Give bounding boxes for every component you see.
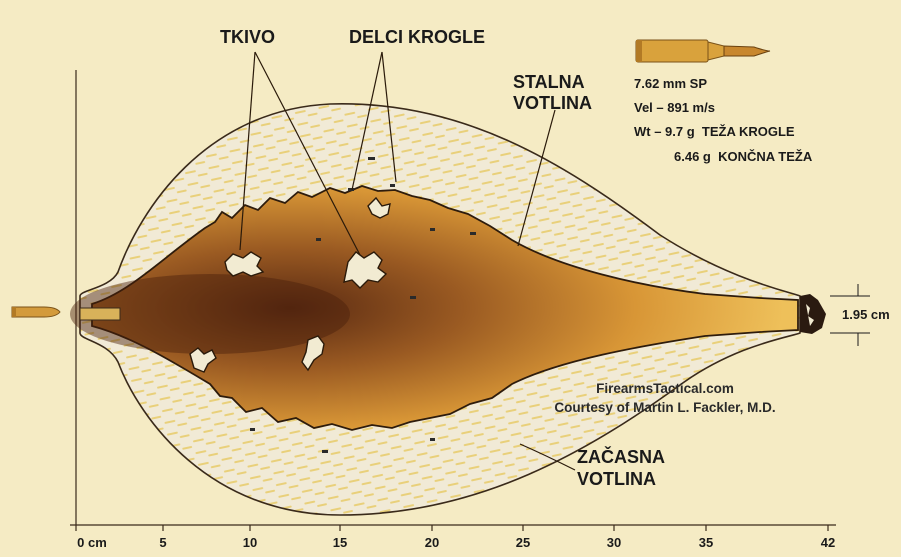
spec-weight: Wt – 9.7 g TEŽA KROGLE [634, 124, 795, 139]
entry-channel [80, 308, 120, 320]
credit-author: Courtesy of Martin L. Fackler, M.D. [530, 398, 800, 417]
label-temporary-cavity-line2: VOTLINA [577, 469, 656, 490]
axis-tick-label: 42 [821, 535, 835, 550]
credit-block: FirearmsTactical.com Courtesy of Martin … [530, 379, 800, 417]
label-bullet-fragments: DELCI KROGLE [349, 27, 485, 48]
axis-tick-label: 15 [333, 535, 347, 550]
label-tissue: TKIVO [220, 27, 275, 48]
spec-caliber: 7.62 mm SP [634, 76, 707, 91]
axis-tick-label: 5 [159, 535, 166, 550]
spec-weight-value: Wt – 9.7 g [634, 124, 695, 139]
axis-tick-label: 30 [607, 535, 621, 550]
axis-tick-label: 35 [699, 535, 713, 550]
spec-final-label: KONČNA TEŽA [718, 149, 812, 164]
spec-velocity: Vel – 891 m/s [634, 100, 715, 115]
axis-tick-label: 25 [516, 535, 530, 550]
spec-final-value: 6.46 g [674, 149, 711, 164]
axis-tick-label: 10 [243, 535, 257, 550]
axis-tick-label: 20 [425, 535, 439, 550]
spec-final-weight: 6.46 g KONČNA TEŽA [674, 149, 812, 164]
label-permanent-cavity-line2: VOTLINA [513, 93, 592, 114]
label-permanent-cavity-line1: STALNA [513, 72, 585, 93]
label-temporary-cavity-line1: ZAČASNA [577, 447, 665, 468]
incoming-bullet [12, 307, 60, 317]
label-exit-diameter: 1.95 cm [842, 307, 890, 322]
credit-site: FirearmsTactical.com [530, 379, 800, 398]
spec-weight-label: TEŽA KROGLE [702, 124, 795, 139]
axis-tick-label: 0 cm [77, 535, 107, 550]
